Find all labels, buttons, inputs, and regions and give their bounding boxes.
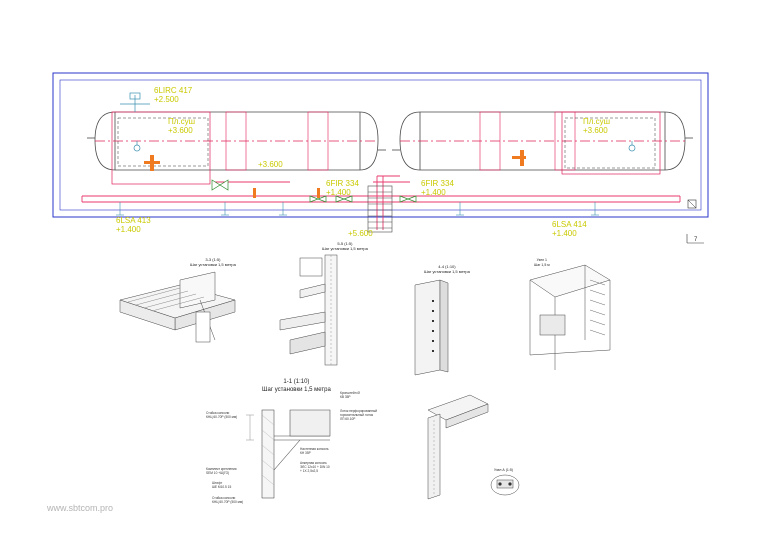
detail-node-title: Узел А (1:5) <box>494 468 513 472</box>
detail-1-1-name: 1-1 (1:10) <box>283 379 310 385</box>
tag-lsa-413-code: 6LSA 413 <box>116 216 151 225</box>
callout-stand-bottom-line2: КНЦ 60.70Р (500 мм) <box>212 499 244 504</box>
tag-lirc-417-code: 6LIRC 417 <box>154 86 193 95</box>
detail-1-1-step: Шаг установки 1,5 метра <box>262 387 331 393</box>
tag-lsa-413-elev: +1.400 <box>116 225 141 234</box>
tag-fir-334-b: 6FIR 334 +1.400 <box>421 179 454 197</box>
tag-drying-left-label: Пл.суш <box>168 117 196 126</box>
callout-wall-console-line1: Настенная консоль <box>300 447 329 451</box>
callout-stand-top: Стойка консоли КНЦ 60.70Р (500 мм) <box>206 411 238 420</box>
tag-fir-334-b-elev: +1.400 <box>421 188 446 197</box>
detail-3-3-step: Шаг установки 1,5 метра <box>190 262 236 267</box>
drain-box <box>687 199 697 209</box>
detail-4-4-drawing <box>414 279 449 376</box>
callout-tray: Лоток перфорированный горизонтальный лот… <box>340 409 378 421</box>
corner-mark: 7 <box>694 236 697 245</box>
callout-stand-bottom-line1: Стойка консоли <box>212 496 236 500</box>
tag-lsa-413: 6LSA 413 +1.400 <box>116 216 151 234</box>
corner-mark-line <box>686 234 704 244</box>
tag-lsa-414-code: 6LSA 414 <box>552 220 587 229</box>
instruments <box>144 150 526 198</box>
callout-pin: Штифт ШЕ М10.5 15 <box>212 481 232 490</box>
valves <box>211 179 417 203</box>
tag-lirc-417-elev: +2.500 <box>154 95 179 104</box>
callout-stand-bottom: Стойка консоли КНЦ 60.70Р (500 мм) <box>212 496 244 505</box>
detail-iso-title: Узел 1 Шаг 1,5 м <box>534 258 550 267</box>
detail-1-1-title: 1-1 (1:10) Шаг установки 1,5 метра <box>262 378 331 394</box>
detail-5-5-drawing <box>279 254 338 366</box>
detail-3-3-name: 3-3 (1:5) <box>205 257 221 262</box>
callout-tray-line3: ЛП 60.10Р <box>340 416 356 421</box>
tag-fir-334-a: 6FIR 334 +1.400 <box>326 179 359 197</box>
detail-iso-step: Шаг 1,5 м <box>534 262 550 267</box>
callout-fixing-kit: Комплект крепления SEM 10 +Ш(ГО) <box>206 467 237 476</box>
detail-5-5-name: 5-5 (1:5) <box>337 241 353 246</box>
vessel-left <box>87 111 386 185</box>
callout-anchor: Анкерная консоль ЭЛС 12х10 + DIN 10 + 1Х… <box>300 461 330 473</box>
tag-drying-right-label: Пл.суш <box>583 117 611 126</box>
detail-3-3-drawing <box>119 271 236 343</box>
detail-iso-frame-drawing <box>529 264 611 370</box>
tag-drying-left: Пл.суш +3.600 <box>168 117 195 135</box>
callout-anchor-line2: ЭЛС 12х10 + DIN 10 <box>300 464 330 469</box>
callout-pin-line1: Штифт <box>212 481 223 485</box>
detail-4-4-step: Шаг установки 1,5 метра <box>424 269 470 274</box>
corner-mark-text: 7 <box>694 237 698 243</box>
callout-tray-line1: Лоток перфорированный <box>340 409 378 413</box>
tag-fir-334-a-elev: +1.400 <box>326 188 351 197</box>
tag-lsa-414-elev: +1.400 <box>552 229 577 238</box>
tag-drying-right-elev: +3.600 <box>583 126 608 135</box>
tag-drying-right: Пл.суш +3.600 <box>583 117 610 135</box>
callout-tray-line2: горизонтальный лоток <box>340 412 374 417</box>
callout-stand-top-line2: КНЦ 60.70Р (500 мм) <box>206 414 238 419</box>
detail-4-4-name: 4-4 (1:10) <box>438 264 456 269</box>
detail-iso-name: Узел 1 <box>536 258 548 262</box>
callout-stand-top-line1: Стойка консоли <box>206 411 230 415</box>
watermark-text: www.sbtcom.pro <box>47 503 114 513</box>
callout-anchor-line3: + 1Х 2,5х2,5 <box>300 468 318 473</box>
callout-wall-console: Настенная консоль КН 35Р <box>300 447 329 456</box>
detail-node-name: Узел А (1:5) <box>494 468 513 472</box>
vessel-right <box>392 111 693 175</box>
tag-lirc-417: 6LIRC 417 +2.500 <box>154 86 192 104</box>
tag-fir-334-a-code: 6FIR 334 <box>326 179 359 188</box>
instrument-riser <box>120 92 150 112</box>
callout-anchor-line1: Анкерная консоль <box>300 461 327 465</box>
watermark: www.sbtcom.pro <box>47 503 113 513</box>
detail-node-drawing <box>427 394 520 500</box>
drying-platform-right <box>564 117 656 169</box>
callout-fixing-kit-line2: SEM 10 +Ш(ГО) <box>206 470 230 475</box>
callout-fixing-kit-line1: Комплект крепления <box>206 467 237 471</box>
detail-5-5-step: Шаг установки 1,5 метра <box>322 246 368 251</box>
drying-platform-left <box>117 117 209 167</box>
pipe-supports <box>116 202 599 216</box>
pipeline <box>81 175 681 230</box>
callout-bracket-line1: Кронштейн Ø <box>340 391 360 395</box>
vessel-nozzles <box>133 141 636 152</box>
tag-drying-left-elev: +3.600 <box>168 126 193 135</box>
callout-bracket-line2: КВ 35Р <box>340 394 351 399</box>
callout-bracket: Кронштейн Ø КВ 35Р <box>340 391 360 400</box>
tag-lsa-414: 6LSA 414 +1.400 <box>552 220 587 238</box>
tag-elev-stair-value: +5.600 <box>348 229 373 238</box>
tag-fir-334-b-code: 6FIR 334 <box>421 179 454 188</box>
detail-3-3-title: 3-3 (1:5) Шаг установки 1,5 метра <box>190 257 236 267</box>
callout-wall-console-line2: КН 35Р <box>300 450 311 455</box>
detail-4-4-title: 4-4 (1:10) Шаг установки 1,5 метра <box>424 264 470 274</box>
tag-elev-stair: +5.600 <box>348 229 373 238</box>
stair-ladder <box>367 185 393 233</box>
detail-1-1-drawing <box>246 409 331 499</box>
tag-elev-center-value: +3.600 <box>258 160 283 169</box>
detail-5-5-title: 5-5 (1:5) Шаг установки 1,5 метра <box>322 241 368 251</box>
plan-outer-frame <box>52 72 709 218</box>
callout-pin-line2: ШЕ М10.5 15 <box>212 484 232 489</box>
tag-elev-center: +3.600 <box>258 160 283 169</box>
